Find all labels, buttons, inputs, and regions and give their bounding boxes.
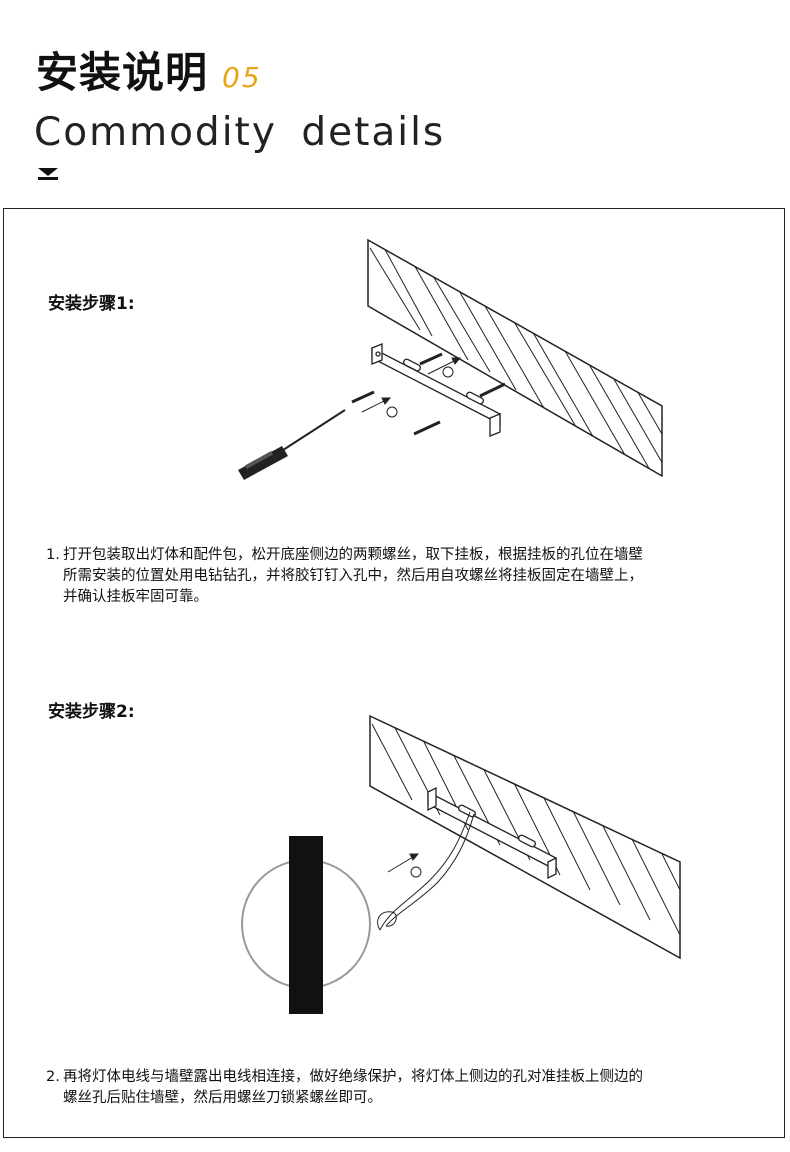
underline-bar bbox=[38, 177, 58, 180]
step-2-line-1: 再将灯体电线与墙壁露出电线相连接，做好绝缘保护，将灯体上侧边的孔对准挂板上侧边的 bbox=[63, 1069, 643, 1085]
step-2-line-2: 螺丝孔后贴住墙壁，然后用螺丝刀锁紧螺丝即可。 bbox=[63, 1090, 382, 1106]
down-triangle-icon bbox=[38, 168, 58, 176]
subtitle-word-2: details bbox=[301, 110, 446, 155]
step-1-text: 1.打开包装取出灯体和配件包，松开底座侧边的两颗螺丝，取下挂板，根据挂板的孔位在… bbox=[46, 545, 766, 608]
instructions-frame bbox=[3, 208, 785, 1138]
step-1-number: 1. bbox=[46, 547, 60, 563]
section-number: 05 bbox=[222, 61, 262, 94]
step-1-line-2: 所需安装的位置处用电钻钻孔，并将胶钉钉入孔中，然后用自攻螺丝将挂板固定在墙壁上， bbox=[63, 568, 643, 584]
step-2-text: 2.再将灯体电线与墙壁露出电线相连接，做好绝缘保护，将灯体上侧边的孔对准挂板上侧… bbox=[46, 1067, 766, 1109]
step-2-title: 安装步骤2: bbox=[48, 702, 135, 722]
step-2-number: 2. bbox=[46, 1069, 60, 1085]
step-1-title: 安装步骤1: bbox=[48, 294, 135, 314]
page-subtitle: Commodity details bbox=[34, 113, 445, 152]
step-1-line-1: 打开包装取出灯体和配件包，松开底座侧边的两颗螺丝，取下挂板，根据挂板的孔位在墙壁 bbox=[63, 547, 643, 563]
step-1-line-3: 并确认挂板牢固可靠。 bbox=[63, 589, 208, 605]
subtitle-word-1: Commodity bbox=[34, 110, 277, 155]
page-title: 安装说明 bbox=[36, 48, 209, 97]
